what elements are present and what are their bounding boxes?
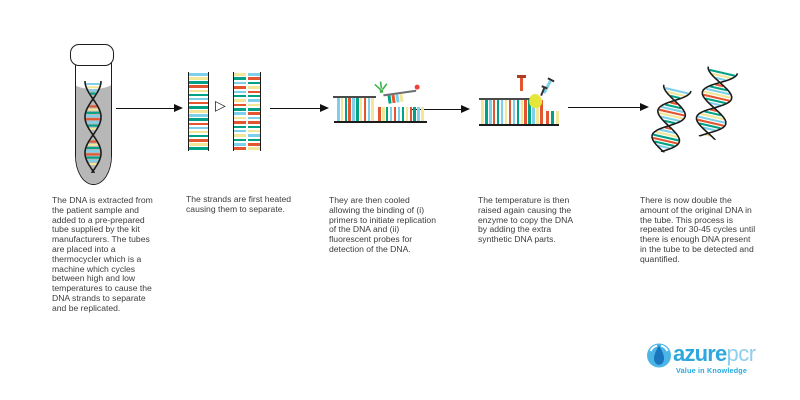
logo-tagline: Value in Knowledge (676, 366, 748, 375)
step4-caption: The temperature is then raised again cau… (478, 195, 573, 245)
dna-helix-right-icon (695, 66, 739, 141)
arrow-step2-to-step3 (270, 104, 329, 113)
azurepcr-logo-icon (647, 343, 671, 368)
step3-caption: They are then cooled allowing the bindin… (329, 195, 436, 254)
extending-top-strand-line (479, 98, 536, 100)
paired-bases (481, 100, 543, 124)
fluorescence-flash-icon (374, 81, 388, 93)
step1-caption: The DNA is extracted from the patient sa… (52, 195, 153, 313)
double-stranded-bases (337, 98, 374, 121)
logo-suffix-text: pcr (726, 341, 756, 366)
single-stranded-bases (378, 107, 424, 121)
dna-helix-left-icon (651, 84, 692, 154)
tube-liquid (76, 79, 111, 184)
unpaired-bases (546, 111, 559, 124)
fluorescent-probe (374, 77, 425, 105)
separation-triangle-icon: ▷ (215, 98, 226, 114)
arrow-step3-to-step4 (412, 105, 470, 114)
separated-strand-right (248, 72, 261, 151)
quencher-red-dot-icon (414, 84, 421, 91)
tube-body (75, 54, 112, 185)
arrow-step1-to-step2 (116, 104, 183, 113)
logo-wordmark: azurepcr (673, 341, 756, 367)
free-nucleotide-orange-icon (517, 75, 526, 91)
corner-red-marker (11, 9, 28, 28)
template-strand-line (479, 124, 559, 126)
arrow-step4-to-step5 (568, 103, 649, 112)
logo-brand-text: azure (673, 341, 727, 366)
tube-cap (70, 44, 114, 66)
separated-strand-left (233, 72, 246, 151)
step5-caption: There is now double the amount of the or… (640, 195, 756, 264)
step2-caption: The strands are first heated causing the… (186, 194, 292, 214)
double-strand-ladder (188, 72, 209, 151)
template-bottom-strand-line (334, 121, 427, 123)
tube-dna-helix-icon (84, 81, 102, 173)
probe-bases (387, 93, 404, 104)
template-top-strand-line (333, 96, 376, 98)
